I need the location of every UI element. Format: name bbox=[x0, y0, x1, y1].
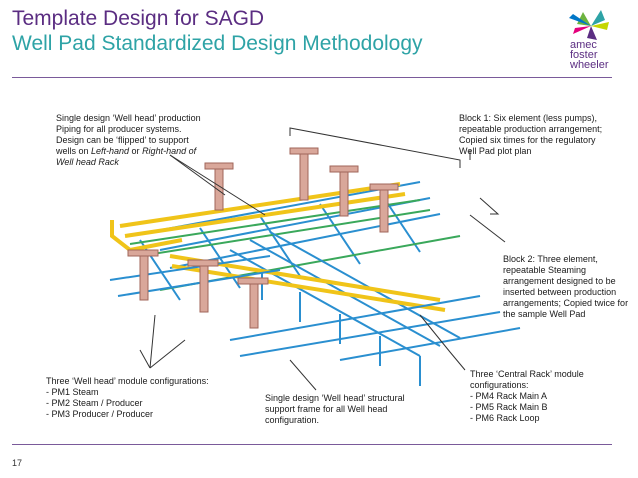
note-frame-line2: support frame for all Well head bbox=[265, 404, 388, 414]
note-support-frame: Single design ‘Well head’ structural sup… bbox=[265, 393, 405, 426]
note-wellhead-line4c: or bbox=[129, 146, 143, 156]
note-modules-item-pm2: - PM2 Steam / Producer bbox=[46, 398, 143, 408]
page-number: 17 bbox=[12, 458, 23, 468]
note-wellhead-line2: Piping for all producer systems. bbox=[56, 124, 182, 134]
note-modules-title: Three ‘Well head’ module configurations: bbox=[46, 376, 209, 386]
note-frame-line3: configuration. bbox=[265, 415, 320, 425]
note-rack-item-pm6: - PM6 Rack Loop bbox=[470, 413, 540, 423]
footer-divider bbox=[12, 444, 612, 445]
central-rack bbox=[229, 231, 461, 386]
note-block2-line1: Block 2: Three element, bbox=[503, 254, 598, 264]
pump-jacks-lower bbox=[127, 249, 269, 329]
note-rack-title-line2: configurations: bbox=[470, 380, 529, 390]
note-block1-line2: repeatable production arrangement; bbox=[459, 124, 603, 134]
logo-word-wheeler: wheeler bbox=[570, 59, 609, 71]
note-block2-line5: arrangements; Copied twice for bbox=[503, 298, 629, 308]
note-block2-line3: arrangement designed to be bbox=[503, 276, 616, 286]
note-rack-item-pm5: - PM5 Rack Main B bbox=[470, 402, 548, 412]
note-wellhead-line4b: Left-hand bbox=[91, 146, 130, 156]
note-rack-title-line1: Three ‘Central Rack’ module bbox=[470, 369, 584, 379]
lower-rack-frame bbox=[109, 255, 521, 361]
note-wellhead-line5-text: Well head Rack bbox=[56, 157, 119, 167]
note-block1-line4: Well Pad plot plan bbox=[459, 146, 532, 156]
logo-word-amec: amec bbox=[570, 39, 597, 51]
note-block1-line3: Copied six times for the regulatory bbox=[459, 135, 596, 145]
note-wellhead-line5: Well head Rack bbox=[56, 157, 201, 168]
callout-leaders bbox=[139, 127, 506, 391]
note-modules-item-pm3: - PM3 Producer / Producer bbox=[46, 409, 154, 419]
note-rack-item-pm4: - PM4 Rack Main A bbox=[470, 391, 548, 401]
note-block1: Block 1: Six element (less pumps), repea… bbox=[459, 113, 602, 157]
note-modules-item-pm1: - PM1 Steam bbox=[46, 387, 99, 397]
note-block2: Block 2: Three element, repeatable Steam… bbox=[503, 254, 628, 320]
logo-wordmark: amec foster wheeler bbox=[570, 39, 609, 71]
note-block2-line4: inserted between production bbox=[503, 287, 617, 297]
note-frame-line1: Single design ‘Well head’ structural bbox=[265, 393, 405, 403]
slide-title-line2: Well Pad Standardized Design Methodology bbox=[12, 32, 423, 55]
slide-title-line1: Template Design for SAGD bbox=[12, 7, 265, 30]
note-wellhead-line4a: wells on bbox=[56, 146, 92, 156]
header-divider bbox=[12, 77, 612, 78]
note-wellhead-piping: Single design ‘Well head’ production Pip… bbox=[56, 113, 201, 168]
note-block1-line1: Block 1: Six element (less pumps), bbox=[459, 113, 598, 123]
amec-foster-wheeler-logo-icon bbox=[569, 10, 609, 40]
note-block2-line6: the sample Well Pad bbox=[503, 309, 586, 319]
note-central-rack: Three ‘Central Rack’ module configuratio… bbox=[470, 369, 584, 424]
note-wellhead-modules: Three ‘Well head’ module configurations:… bbox=[46, 376, 209, 420]
note-wellhead-line1: Single design ‘Well head’ production bbox=[56, 113, 201, 123]
note-wellhead-line4d: Right-hand of bbox=[142, 146, 197, 156]
note-block2-line2: repeatable Steaming bbox=[503, 265, 587, 275]
note-wellhead-line3: Design can be ‘flipped’ to support bbox=[56, 135, 189, 145]
note-wellhead-line4: wells on Left-hand or Right-hand of bbox=[56, 146, 201, 157]
logo-word-foster: foster bbox=[570, 49, 598, 61]
